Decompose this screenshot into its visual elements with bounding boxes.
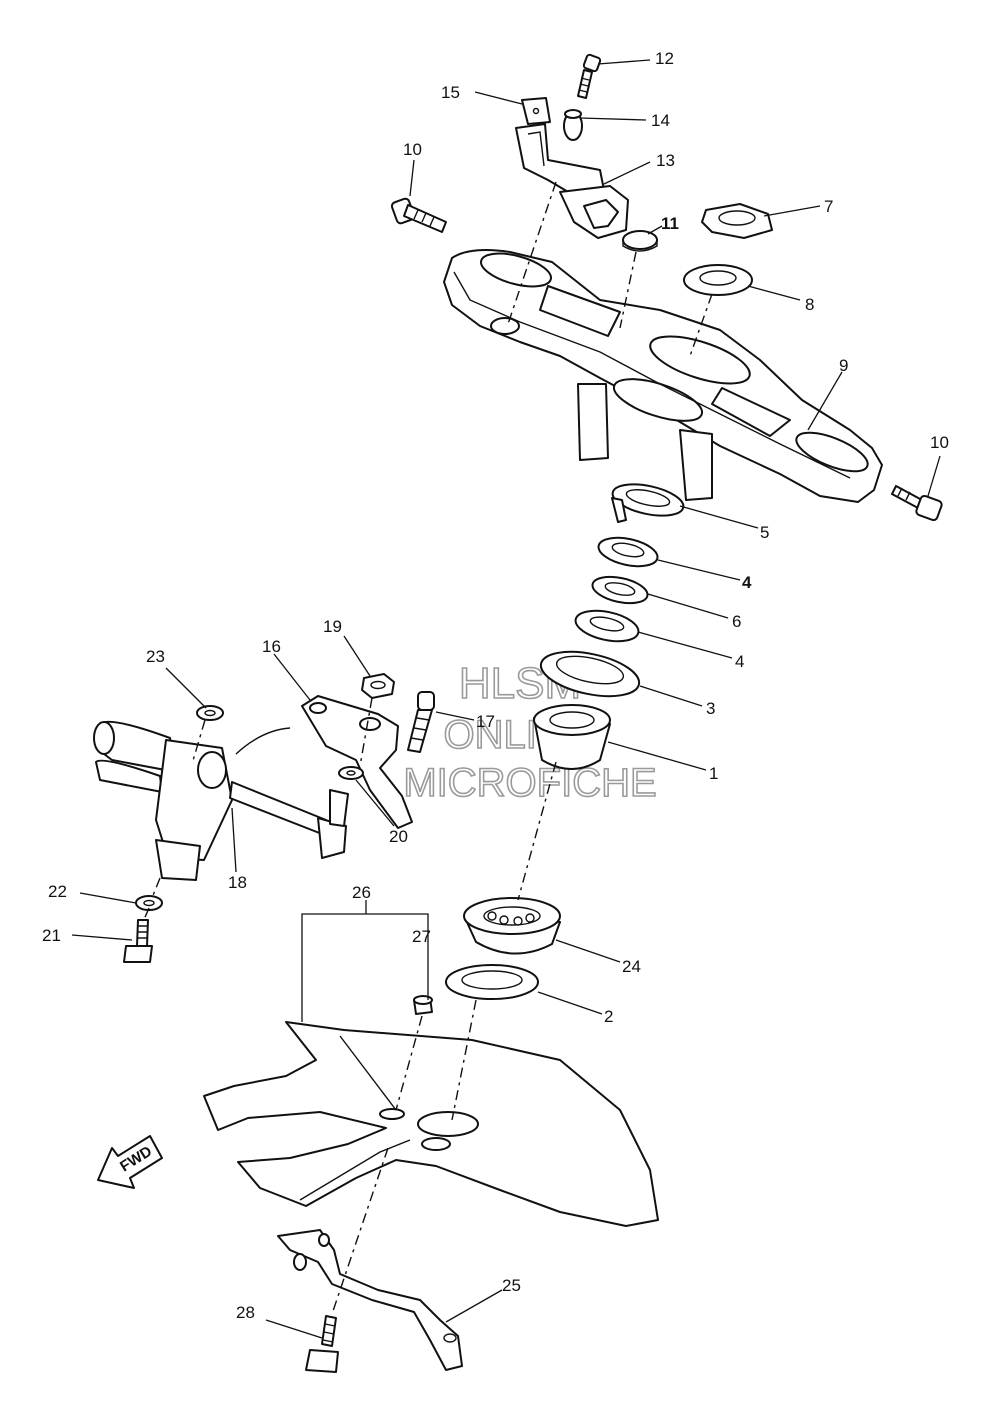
callout-4-lower: 4	[735, 652, 744, 671]
callout-15: 15	[441, 83, 460, 102]
leader-lines	[71, 59, 941, 1339]
part-18-steering-lock	[93, 720, 349, 881]
part-14-collar	[563, 109, 583, 141]
callout-10-left: 10	[403, 140, 422, 159]
part-25-bracket	[277, 1229, 463, 1371]
group-bracket-26	[301, 900, 429, 1022]
callout-20: 20	[389, 827, 408, 846]
part-6-washer	[591, 575, 649, 605]
callout-9: 9	[839, 356, 848, 375]
callout-16: 16	[262, 637, 281, 656]
callout-24: 24	[622, 957, 641, 976]
part-20-washer	[338, 766, 364, 780]
callout-19: 19	[323, 617, 342, 636]
callout-2: 2	[604, 1007, 613, 1026]
part-4-ring-nut-upper	[597, 536, 659, 568]
part-4-ring-nut-lower	[574, 609, 640, 643]
callout-11: 11	[661, 214, 679, 233]
fwd-arrow-icon: FWD	[97, 1135, 163, 1189]
part-8-washer	[683, 264, 753, 296]
callout-28: 28	[236, 1303, 255, 1322]
assembly-lines	[142, 181, 713, 1315]
part-26-cover	[203, 1021, 659, 1227]
part-9-top-bracket	[443, 249, 883, 503]
watermark-line-3: MICROFICHE	[403, 761, 656, 805]
callout-23: 23	[146, 647, 165, 666]
part-22-washer	[135, 895, 163, 911]
part-17-bolt	[407, 691, 435, 753]
callout-22: 22	[48, 882, 67, 901]
callout-3: 3	[706, 699, 715, 718]
part-19-nut	[361, 673, 395, 699]
part-11-cap	[622, 230, 658, 252]
part-7-nut	[701, 203, 773, 239]
callout-6: 6	[732, 612, 741, 631]
part-27-grommet	[413, 995, 433, 1015]
part-3-cover	[539, 650, 641, 698]
callout-8: 8	[805, 295, 814, 314]
part-23-washer	[196, 705, 224, 721]
part-2-bearing-race	[445, 964, 539, 1000]
callout-12: 12	[655, 49, 674, 68]
part-5-lock-washer	[611, 483, 685, 523]
callout-27: 27	[412, 927, 431, 946]
part-21-bolt	[123, 919, 153, 963]
callout-4-upper: 4	[742, 573, 752, 592]
callout-14: 14	[651, 111, 670, 130]
callout-18: 18	[228, 873, 247, 892]
callout-5: 5	[760, 523, 769, 542]
part-16-bracket	[301, 695, 413, 829]
part-12-bolt	[577, 53, 602, 99]
callout-21: 21	[42, 926, 61, 945]
part-13-bracket	[515, 123, 629, 239]
callout-17: 17	[476, 712, 495, 731]
callout-7: 7	[824, 197, 833, 216]
part-28-bolt	[305, 1315, 339, 1373]
callout-10-right: 10	[930, 433, 949, 452]
part-1-bearing-upper	[533, 704, 611, 770]
part-10-bolt-right	[891, 485, 943, 522]
callouts: 12 15 14 13 10 11 7 8 9 10 5 4 6 4 3 1 2…	[42, 49, 949, 1322]
part-24-bearing-lower	[463, 897, 561, 955]
callout-1: 1	[709, 764, 718, 783]
callout-25: 25	[502, 1276, 521, 1295]
callout-26: 26	[352, 883, 371, 902]
part-15-clip	[521, 97, 551, 125]
callout-13: 13	[656, 151, 675, 170]
part-10-bolt-left	[390, 197, 447, 233]
